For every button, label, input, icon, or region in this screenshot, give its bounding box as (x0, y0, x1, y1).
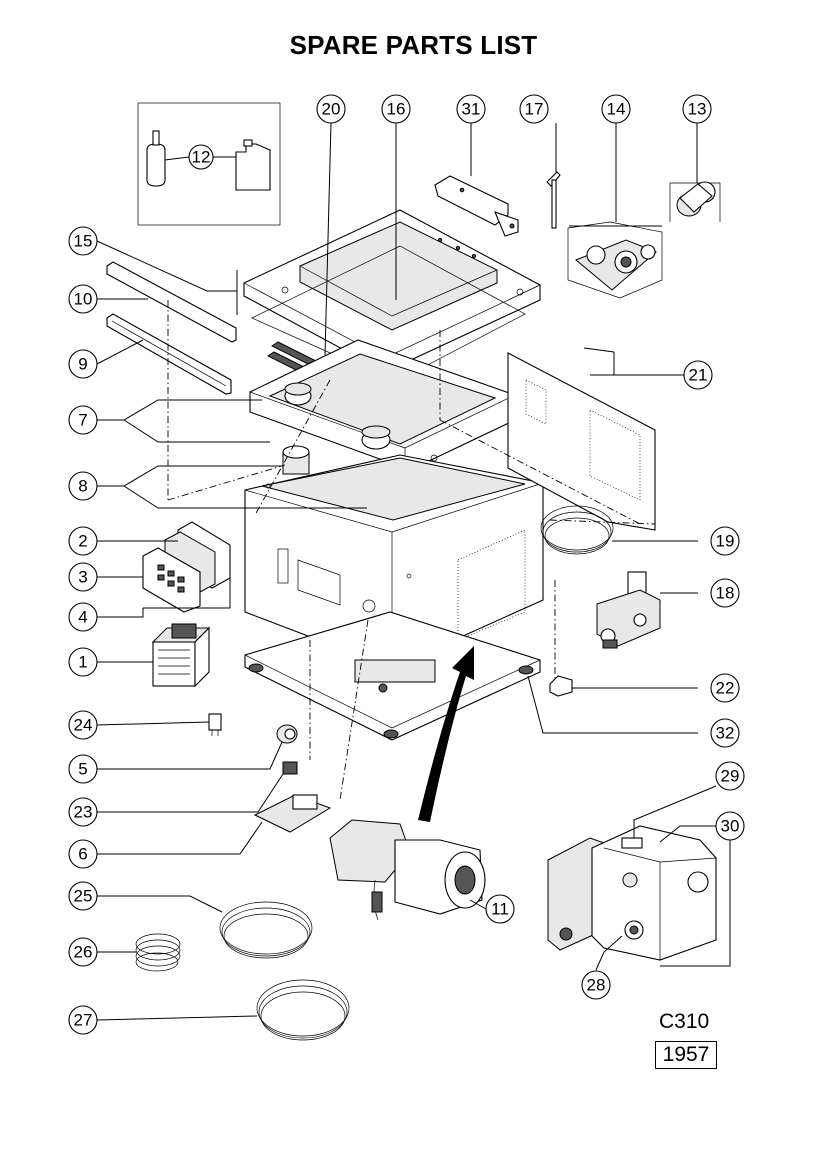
part-bubble-5: 5 (68, 754, 98, 784)
part-bubble-26: 26 (68, 937, 98, 967)
part-number-label: 14 (607, 100, 626, 119)
transformer-drawing (151, 623, 211, 688)
part-number-label: 27 (74, 1011, 93, 1030)
part-bubble-15: 15 (68, 226, 98, 256)
part-number-label: 25 (74, 887, 93, 906)
assembly-arrow (418, 646, 474, 822)
part-bubble-17: 17 (519, 94, 549, 124)
part-bubble-3: 3 (68, 562, 98, 592)
coil-drawing (540, 505, 614, 555)
part-bubble-16: 16 (381, 94, 411, 124)
part-number-label: 3 (78, 568, 87, 587)
part-number-label: 15 (74, 232, 93, 251)
part-bubble-11: 11 (485, 894, 515, 924)
part-bubble-12: 12 (188, 144, 214, 170)
part-number-label: 11 (491, 900, 509, 919)
part-bubble-32: 32 (710, 718, 740, 748)
part-bubble-24: 24 (68, 710, 98, 740)
part-bubble-19: 19 (710, 526, 740, 556)
part-number-label: 5 (78, 760, 87, 779)
small-parts-drawing (208, 675, 573, 833)
part-number-label: 19 (716, 532, 735, 551)
strips-drawing (106, 261, 237, 395)
part-bubble-6: 6 (68, 839, 98, 869)
part-number-label: 6 (78, 845, 87, 864)
part-number-label: 17 (525, 100, 544, 119)
part-number-label: 30 (721, 817, 740, 836)
part-bubble-8: 8 (68, 471, 98, 501)
part-number-label: 9 (78, 355, 87, 374)
oil-kit-drawing (137, 102, 281, 226)
part-number-label: 29 (721, 767, 740, 786)
part-number-label: 18 (716, 584, 735, 603)
part-number-label: 2 (78, 532, 87, 551)
part-bubble-22: 22 (710, 673, 740, 703)
page-title: SPARE PARTS LIST (289, 30, 538, 60)
drawing-model-code: C310 (659, 1010, 710, 1033)
part-bubble-29: 29 (715, 761, 745, 791)
part-bubble-20: 20 (316, 94, 346, 124)
part-number-label: 7 (78, 411, 87, 430)
part-bubble-14: 14 (601, 94, 631, 124)
part-number-label: 10 (74, 290, 93, 309)
part-number-label: 13 (688, 100, 707, 119)
part-number-label: 24 (74, 716, 93, 735)
part-bubble-4: 4 (68, 602, 98, 632)
part-bubble-13: 13 (682, 94, 712, 124)
back-panel-drawing (507, 352, 656, 531)
part-bubble-9: 9 (68, 349, 98, 379)
part-number-label: 28 (587, 976, 606, 995)
bracket-drawing (434, 175, 519, 237)
part-bubble-30: 30 (715, 811, 745, 841)
part-number-label: 1 (78, 653, 87, 672)
part-bubble-1: 1 (68, 647, 98, 677)
part-number-label: 12 (192, 148, 211, 167)
part-number-label: 31 (462, 100, 481, 119)
part-bubble-7: 7 (68, 405, 98, 435)
valve-drawing (596, 571, 661, 649)
part-number-label: 32 (716, 724, 735, 743)
base-plate-drawing (244, 611, 541, 741)
part-bubble-23: 23 (68, 797, 98, 827)
part-bubble-28: 28 (581, 970, 611, 1000)
chamber-drawing (249, 339, 516, 471)
part-bubble-27: 27 (68, 1005, 98, 1035)
part-bubble-18: 18 (710, 578, 740, 608)
part-number-label: 22 (716, 679, 735, 698)
part-number-label: 20 (322, 100, 341, 119)
vacuum-pump-drawing (329, 819, 486, 921)
part-bubble-10: 10 (68, 284, 98, 314)
lid-drawing (243, 209, 541, 383)
control-boards-drawing (142, 521, 231, 613)
pump-detail-drawing (547, 825, 717, 961)
valve-plate-drawing (567, 221, 663, 299)
filter-drawing (669, 181, 721, 222)
drawing-number-box: 1957 (655, 1041, 717, 1069)
part-bubble-25: 25 (68, 881, 98, 911)
part-bubble-21: 21 (683, 360, 713, 390)
hoses-drawing (135, 901, 350, 1041)
part-number-label: 16 (387, 100, 406, 119)
part-number-label: 4 (78, 608, 87, 627)
part-number-label: 21 (689, 366, 708, 385)
part-bubble-2: 2 (68, 526, 98, 556)
pin-drawing (546, 171, 561, 229)
assembly-centerlines (167, 300, 656, 801)
part-number-label: 26 (74, 943, 93, 962)
part-bubble-31: 31 (456, 94, 486, 124)
part-number-label: 8 (78, 477, 87, 496)
leader-lines (96, 122, 731, 1021)
part-number-label: 23 (74, 803, 93, 822)
